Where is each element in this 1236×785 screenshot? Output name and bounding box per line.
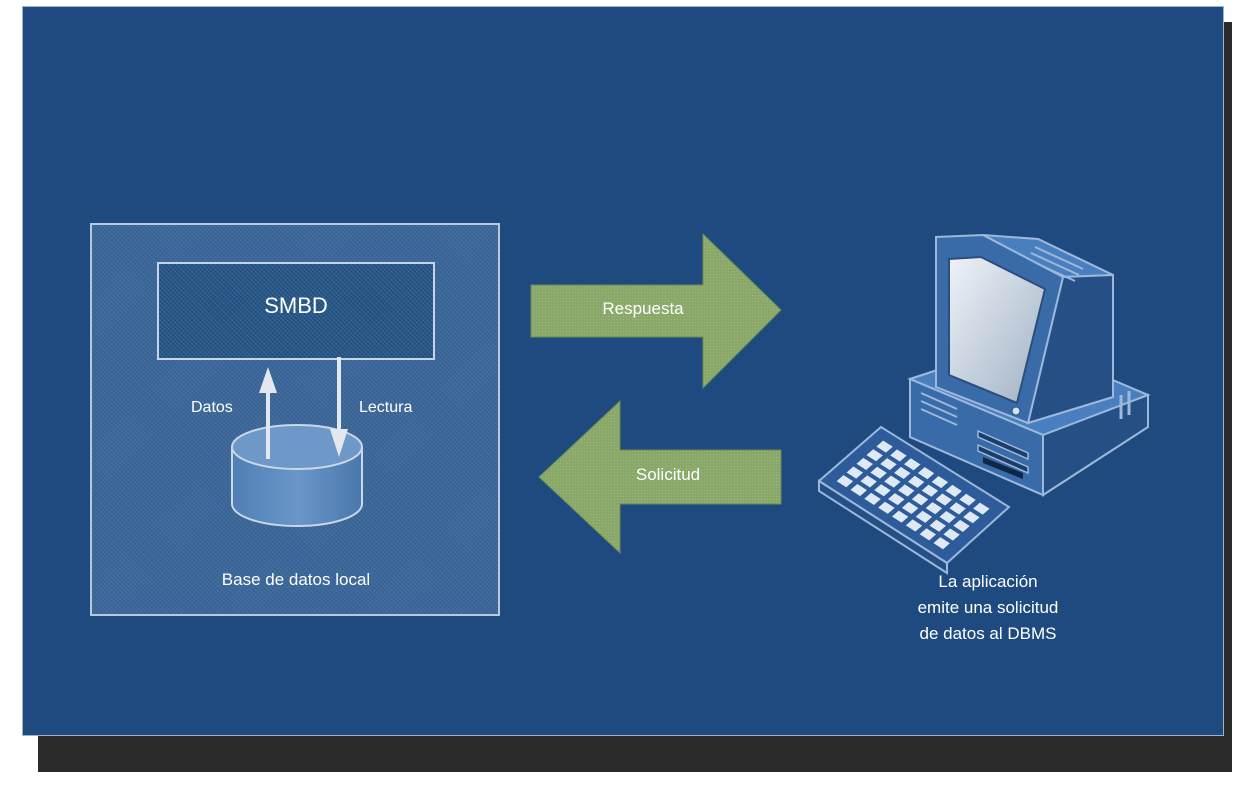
respuesta-label: Respuesta <box>602 299 684 318</box>
diagram-graphics <box>231 232 1151 575</box>
keyboard-key <box>905 519 923 532</box>
smbd-label: SMBD <box>264 293 328 318</box>
solicitud-arrow <box>538 399 782 555</box>
keyboard-key <box>880 458 897 471</box>
keyboard-key <box>963 511 980 524</box>
datos-label: Datos <box>191 399 233 416</box>
keyboard-key <box>949 502 966 515</box>
keyboard-key <box>866 449 883 462</box>
keyboard-key <box>860 475 877 488</box>
keyboard-key <box>836 475 854 488</box>
keyboard-key <box>921 484 939 497</box>
lectura-arrow <box>330 357 348 457</box>
keyboard-key <box>874 484 891 497</box>
keyboard-key <box>878 501 895 514</box>
keyboard-key <box>876 440 893 453</box>
keyboard-key <box>929 519 946 532</box>
client-caption-line1: La aplicación <box>938 572 1038 591</box>
smbd-box <box>157 262 435 360</box>
keyboard-key <box>945 484 962 497</box>
client-caption: La aplicación emite una solicitud de dat… <box>873 569 1103 647</box>
keyboard-key <box>925 502 943 515</box>
keyboard-key <box>953 519 970 532</box>
keyboard-key <box>897 484 915 497</box>
keyboard-key <box>850 483 867 497</box>
keyboard-key <box>973 502 990 515</box>
keyboard-key <box>894 466 911 480</box>
diagram-panel: SMBD <box>22 6 1224 736</box>
keyboard-key <box>959 493 976 506</box>
keyboard-key <box>846 466 864 479</box>
keyboard-key <box>888 493 905 506</box>
keyboard-key <box>884 475 901 488</box>
keyboard-key <box>931 476 949 489</box>
client-caption-line3: de datos al DBMS <box>919 624 1057 643</box>
keyboard-key <box>915 510 933 523</box>
keyboard-key <box>891 510 909 523</box>
keyboard-key <box>890 449 907 462</box>
client-caption-line2: emite una solicitud <box>917 598 1059 617</box>
keyboard-key <box>864 492 881 505</box>
keyboard-key <box>911 493 929 506</box>
keyboard-key <box>901 501 919 515</box>
keyboard-key <box>933 537 950 550</box>
keyboard-key <box>856 457 873 470</box>
solicitud-label: Solicitud <box>635 465 701 484</box>
respuesta-arrow <box>530 232 782 390</box>
keyboard-key <box>919 528 937 541</box>
database-label: Base de datos local <box>221 570 371 589</box>
datos-arrow <box>259 367 277 459</box>
keyboard-key <box>870 466 887 479</box>
keyboard-key <box>943 528 960 541</box>
database-icon <box>231 424 363 527</box>
keyboard-key <box>935 493 952 506</box>
computer-icon <box>907 233 1151 497</box>
keyboard-key <box>904 458 921 471</box>
keyboard-icon <box>817 425 1011 575</box>
keyboard-key <box>939 510 956 524</box>
keyboard-keys <box>836 440 990 550</box>
lectura-label: Lectura <box>359 399 413 416</box>
keyboard-key <box>917 467 935 480</box>
keyboard-key <box>907 475 925 488</box>
